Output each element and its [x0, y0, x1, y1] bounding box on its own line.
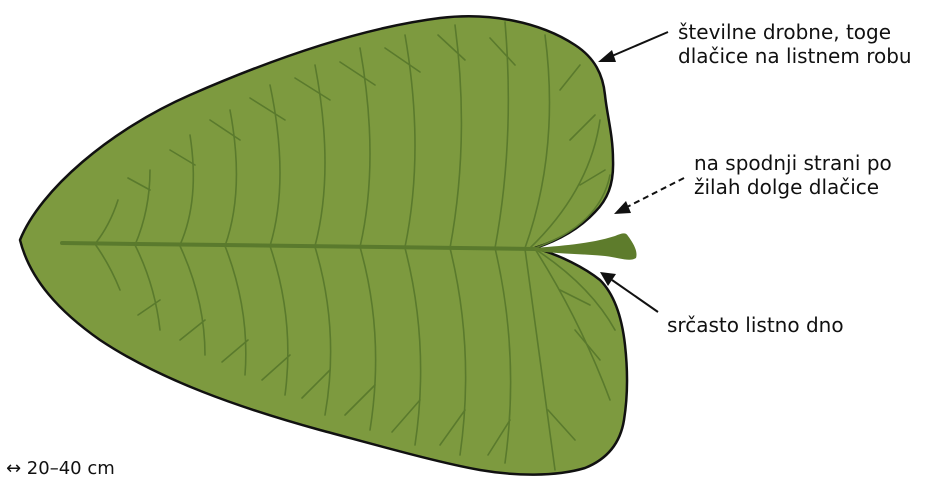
label-hairs-veins-line2: žilah dolge dlačice: [694, 175, 892, 199]
arrow-heart-base: [612, 280, 658, 312]
arrowhead-hairs-margin: [598, 50, 616, 62]
label-hairs-margin-line1: številne drobne, toge: [678, 20, 912, 44]
label-size: ↔ 20–40 cm: [6, 457, 115, 481]
label-hairs-margin: številne drobne, toge dlačice na listnem…: [678, 20, 912, 68]
arrow-hairs-veins: [627, 178, 684, 207]
label-hairs-margin-line2: dlačice na listnem robu: [678, 44, 912, 68]
label-heart-base: srčasto listno dno: [667, 313, 844, 337]
label-hairs-veins-line1: na spodnji strani po: [694, 151, 892, 175]
arrowhead-hairs-veins: [614, 201, 631, 214]
arrow-hairs-margin: [612, 32, 668, 56]
label-hairs-veins: na spodnji strani po žilah dolge dlačice: [694, 151, 892, 199]
